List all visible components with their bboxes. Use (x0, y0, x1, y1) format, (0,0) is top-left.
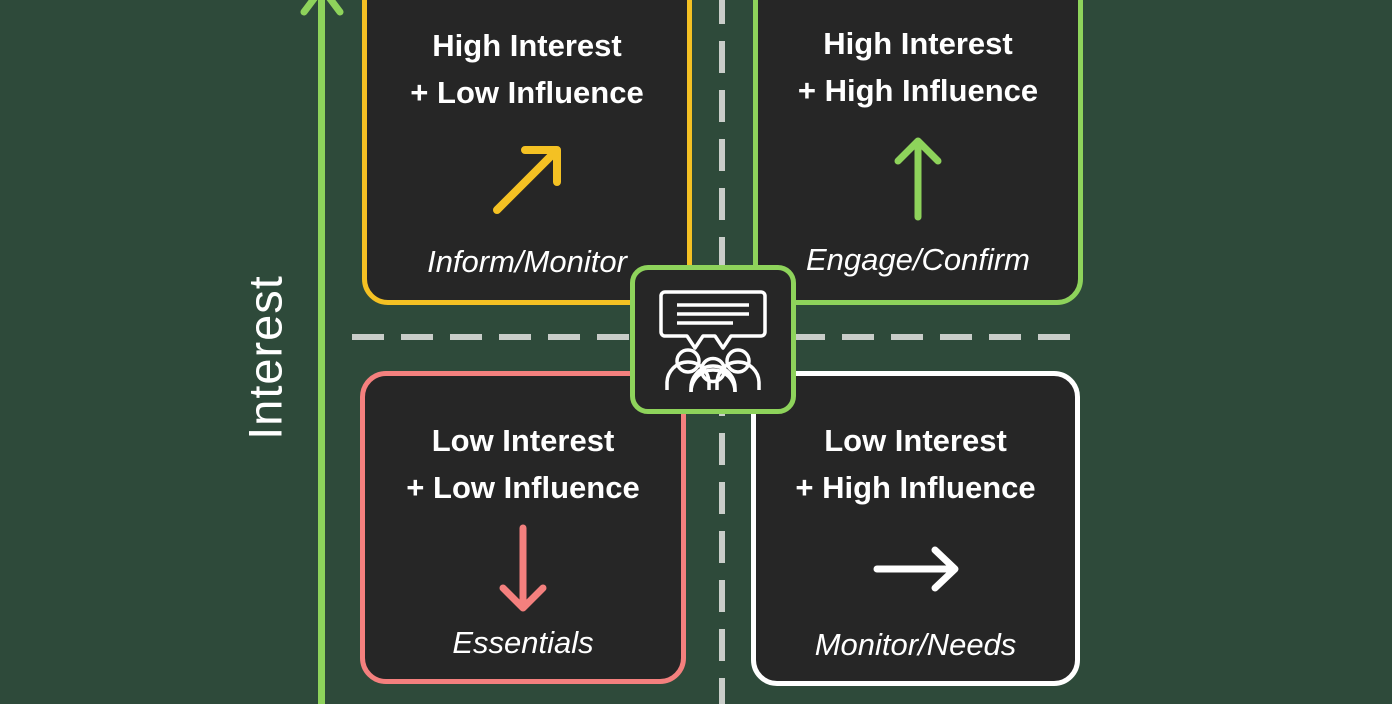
quadrant-action-label: Essentials (452, 625, 594, 660)
quadrant-arrow-slot (377, 116, 677, 244)
quadrant-title-line1: Low Interest (431, 423, 615, 458)
quadrant-action-label: Inform/Monitor (427, 244, 627, 279)
axis-label-interest: Interest (238, 275, 292, 440)
up-arrow-icon (300, 0, 344, 16)
quadrant-title-line2: + High Influence (795, 469, 1036, 505)
stakeholder-discussion-icon (659, 289, 767, 392)
arrow-down-icon (499, 524, 547, 612)
center-badge[interactable] (630, 265, 796, 414)
quadrant-action-label: Monitor/Needs (814, 627, 1017, 662)
arrow-up-icon (894, 137, 942, 221)
arrow-right-icon (873, 546, 958, 592)
quadrant-high-interest-high-influence[interactable]: High Interest + High Influence Engage/Co… (753, 0, 1083, 305)
quadrant-action-label: Engage/Confirm (805, 242, 1030, 277)
arrow-up-right-icon (493, 146, 561, 214)
quadrant-arrow-slot (375, 511, 671, 625)
interest-axis-line (318, 0, 325, 704)
quadrant-title-line2: + Low Influence (406, 469, 640, 505)
quadrant-title-line2: + Low Influence (410, 74, 644, 110)
quadrant-title-line1: Low Interest (824, 423, 1007, 458)
quadrant-title-line1: High Interest (823, 26, 1013, 61)
quadrant-arrow-slot (768, 114, 1068, 242)
quadrant-high-interest-low-influence[interactable]: High Interest + Low Influence Inform/Mon… (362, 0, 692, 305)
quadrant-arrow-slot (766, 511, 1065, 627)
quadrant-title-line1: High Interest (432, 28, 622, 63)
quadrant-title-line2: + High Influence (797, 72, 1039, 108)
quadrant-low-interest-high-influence[interactable]: Low Interest + High Influence Monitor/Ne… (751, 371, 1080, 686)
quadrant-low-interest-low-influence[interactable]: Low Interest + Low Influence Essentials (360, 371, 686, 684)
